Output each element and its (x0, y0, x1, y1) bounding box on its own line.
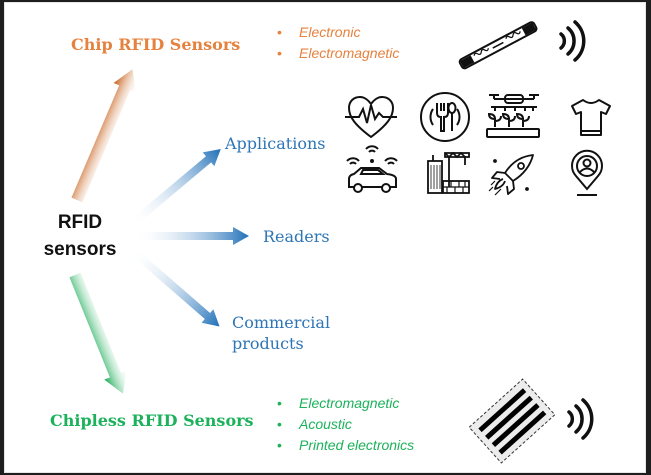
agriculture-drone-icon (486, 94, 540, 138)
bullet-dot: • (277, 416, 282, 432)
bullet-text: Electromagnetic (299, 395, 400, 411)
readers-arrow (137, 227, 249, 245)
center-label-line2: sensors (43, 239, 117, 260)
applications-arrow (132, 149, 221, 225)
chipless-bullet-item: • Electromagnetic (277, 393, 414, 414)
chip-rfid-title: Chip RFID Sensors (71, 35, 241, 54)
chipless-rfid-title: Chipless RFID Sensors (50, 411, 254, 430)
location-person-icon (571, 149, 603, 196)
diagram-canvas: Chip RFID Sensors Chipless RFID Sensors … (4, 2, 646, 473)
bullet-text: Electronic (299, 24, 361, 40)
bullet-text: Printed electronics (299, 437, 415, 453)
wireless-signal-icon (559, 20, 586, 62)
commercial-line1: Commercial (232, 313, 331, 332)
bullet-dot: • (277, 24, 282, 40)
connected-car-icon (346, 145, 398, 193)
rfid-inlay-tag-icon (458, 21, 538, 70)
applications-label: Applications (225, 134, 326, 153)
commercial-line2: products (232, 334, 304, 353)
chipless-bullet-item: • Printed electronics (277, 435, 414, 456)
bullet-dot: • (277, 437, 282, 453)
chip-bullet-item: • Electromagnetic (277, 43, 399, 64)
chipless-barcode-tag-icon (468, 378, 556, 464)
chipless-bullet-item: • Acoustic (277, 414, 414, 435)
heart-rate-icon (345, 95, 397, 139)
bullet-text: Electromagnetic (299, 45, 400, 61)
wireless-signal-icon (567, 398, 594, 440)
bullet-text: Acoustic (299, 416, 352, 432)
chip-bullet-item: • Electronic (277, 22, 399, 43)
chipless-arrow (69, 272, 127, 394)
chipless-bullet-list: • Electromagnetic • Acoustic • Printed elec… (277, 393, 414, 456)
chip-bullet-list: • Electronic • Electromagnetic (277, 22, 399, 64)
rocket-icon (488, 154, 534, 196)
bullet-dot: • (277, 395, 282, 411)
readers-label: Readers (263, 227, 330, 246)
t-shirt-icon (571, 99, 611, 136)
center-label-line1: RFID (57, 212, 103, 233)
construction-building-icon (427, 151, 470, 194)
commercial-arrow (132, 249, 220, 327)
center-label: RFID sensors (35, 209, 125, 263)
food-plate-icon (420, 92, 470, 142)
bullet-dot: • (277, 45, 282, 61)
chip-arrow (71, 69, 136, 203)
commercial-products-label: Commercial products (232, 312, 330, 354)
arrows-layer (69, 69, 249, 394)
